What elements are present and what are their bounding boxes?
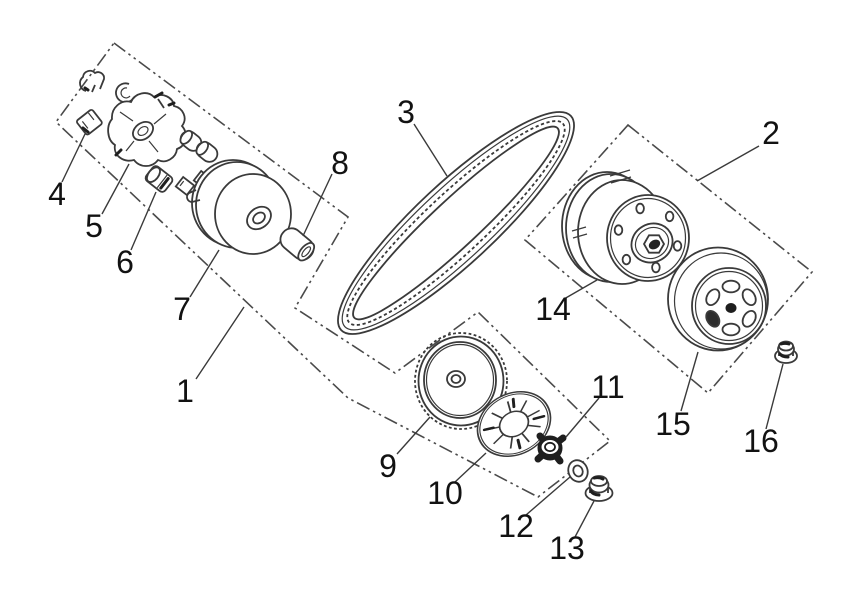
- callout-leader-14: [563, 279, 598, 300]
- callout-16: 16: [743, 423, 779, 459]
- callout-7: 7: [173, 291, 191, 327]
- part-drive-face: [186, 159, 292, 255]
- callout-3: 3: [397, 94, 415, 130]
- group-boundary-clutch-assembly: [523, 123, 814, 395]
- callout-leader-10: [454, 452, 487, 483]
- part-ramp-plate: [107, 91, 187, 167]
- callout-leader-7: [189, 249, 220, 298]
- callout-5: 5: [85, 208, 103, 244]
- callout-4: 4: [48, 176, 66, 212]
- callout-8: 8: [331, 145, 349, 181]
- part-flange-nut: [584, 475, 614, 502]
- callout-leader-5: [101, 163, 130, 215]
- callout-12: 12: [498, 508, 534, 544]
- part-spacer-collar: [279, 227, 316, 262]
- callout-leader-16: [765, 363, 784, 430]
- callout-leader-12: [525, 476, 571, 516]
- callout-2: 2: [762, 115, 780, 151]
- part-slide-clip-omega: [79, 69, 105, 93]
- callout-leader-11: [565, 397, 600, 438]
- part-clutch-shoe-assembly: [561, 169, 690, 285]
- part-dome-nut: [774, 340, 798, 364]
- callout-leader-6: [130, 191, 157, 251]
- callout-leader-2: [696, 145, 760, 182]
- callout-leader-8: [302, 173, 333, 237]
- callout-15: 15: [655, 406, 691, 442]
- callout-9: 9: [379, 448, 397, 484]
- callout-leader-3: [413, 123, 448, 177]
- part-driven-gear-wheel: [414, 332, 508, 430]
- callout-11: 11: [591, 369, 624, 405]
- part-washer: [567, 459, 589, 483]
- callout-leader-9: [396, 416, 431, 455]
- part-ratchet-spider: [534, 432, 567, 465]
- part-slide-clip-c: [115, 82, 135, 104]
- part-weight-rollers: [179, 129, 219, 163]
- callout-leader-13: [574, 500, 595, 538]
- part-driven-face-fan: [476, 391, 552, 457]
- callout-leader-1: [195, 306, 245, 380]
- part-slide-piece: [76, 109, 103, 136]
- callout-leader-15: [680, 351, 699, 412]
- callout-10: 10: [427, 475, 463, 511]
- callout-leader-4: [61, 133, 86, 183]
- callout-14: 14: [535, 291, 571, 327]
- part-clutch-bell: [667, 246, 769, 352]
- callout-6: 6: [116, 244, 134, 280]
- part-spring-seat-bushing: [144, 165, 174, 193]
- part-drive-belt: [337, 111, 575, 335]
- group-boundary-variator-and-driven-pulley: [54, 41, 612, 498]
- callout-13: 13: [549, 530, 585, 566]
- callout-1: 1: [176, 373, 194, 409]
